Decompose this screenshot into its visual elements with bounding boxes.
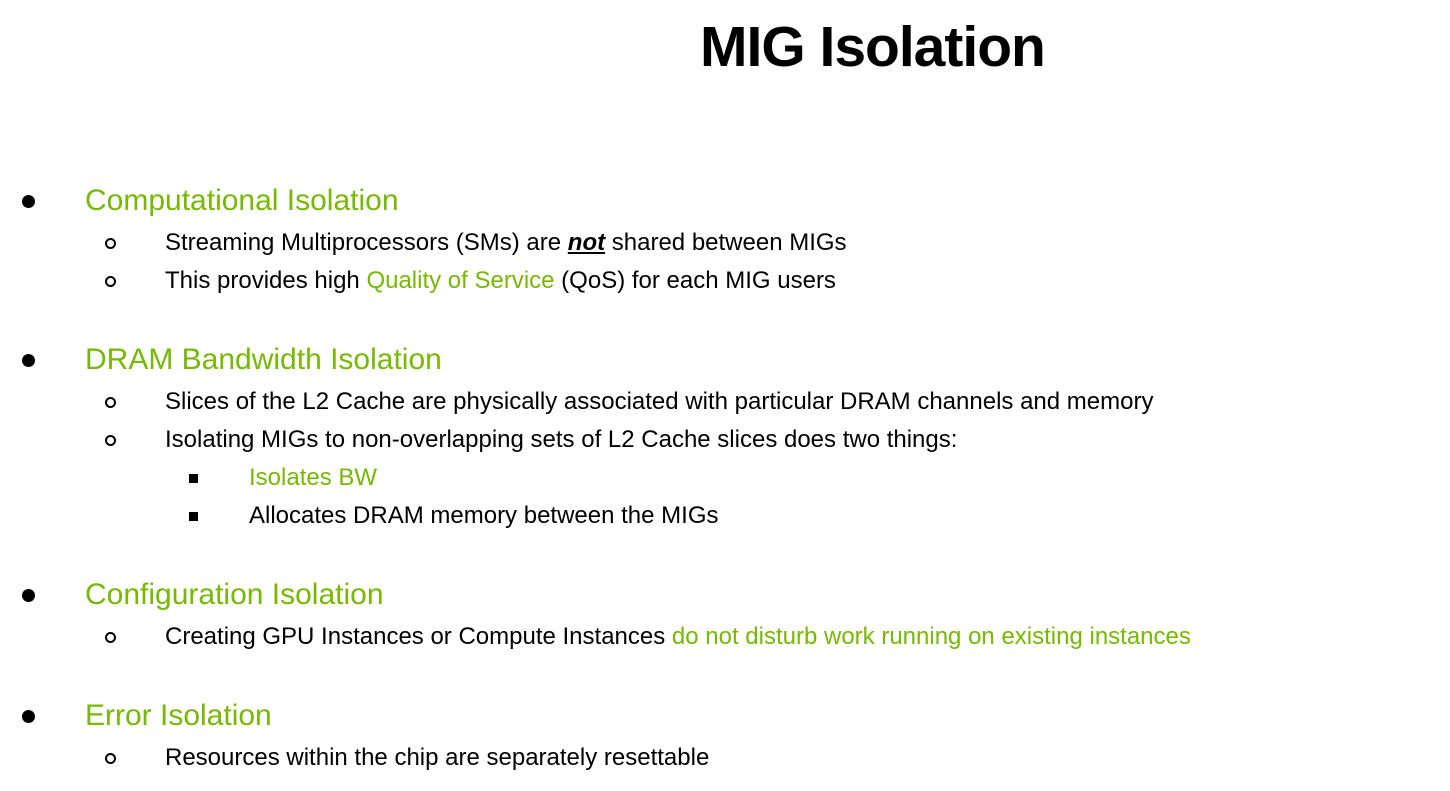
item-text: This provides high Quality of Service (Q… (165, 267, 836, 295)
text-run: Slices of the L2 Cache are physically as… (165, 388, 1154, 415)
circle-bullet-icon (105, 275, 116, 287)
square-bullet-icon (189, 511, 198, 521)
list-item: This provides high Quality of Service (Q… (0, 262, 1450, 300)
list-item: Isolates BW (0, 459, 1450, 497)
item-text: Resources within the chip are separately… (165, 744, 709, 772)
text-run: Creating GPU Instances or Compute Instan… (165, 623, 672, 650)
item-text: Creating GPU Instances or Compute Instan… (165, 623, 1191, 651)
heading-row: Configuration Isolation (0, 572, 1450, 618)
square-bullet-icon (189, 473, 198, 483)
text-run: Isolating MIGs to non-overlapping sets o… (165, 426, 958, 453)
item-text: Isolates BW (249, 464, 377, 492)
text-run: Allocates DRAM memory between the MIGs (249, 502, 719, 529)
list-item: Allocates DRAM memory between the MIGs (0, 497, 1450, 535)
disc-bullet-icon (22, 194, 35, 208)
circle-bullet-icon (105, 752, 116, 764)
disc-bullet-icon (22, 353, 35, 367)
disc-bullet-icon (22, 588, 35, 602)
text-run: shared between MIGs (605, 229, 847, 256)
circle-bullet-icon (105, 631, 116, 643)
section-heading: DRAM Bandwidth Isolation (85, 343, 442, 376)
heading-row: DRAM Bandwidth Isolation (0, 337, 1450, 383)
list-item: Slices of the L2 Cache are physically as… (0, 383, 1450, 421)
text-run: not (567, 229, 606, 256)
item-text: Allocates DRAM memory between the MIGs (249, 502, 719, 530)
section-heading: Configuration Isolation (85, 578, 384, 611)
heading-row: Computational Isolation (0, 178, 1450, 224)
list-item: Isolating MIGs to non-overlapping sets o… (0, 421, 1450, 459)
heading-row: Error Isolation (0, 693, 1450, 739)
text-run: Streaming Multiprocessors (SMs) are (165, 229, 568, 256)
text-run: (QoS) for each MIG users (554, 267, 836, 294)
text-run: Resources within the chip are separately… (165, 744, 710, 771)
list-item: Resources within the chip are separately… (0, 739, 1450, 777)
text-run: do not disturb work running on existing … (671, 623, 1191, 650)
slide-title: MIG Isolation (700, 15, 1046, 79)
text-run: Isolates BW (249, 464, 378, 491)
disc-bullet-icon (22, 709, 35, 723)
list-item: Streaming Multiprocessors (SMs) are not … (0, 224, 1450, 262)
list-item: Creating GPU Instances or Compute Instan… (0, 618, 1450, 656)
circle-bullet-icon (105, 434, 116, 446)
text-run: This provides high (165, 267, 367, 294)
circle-bullet-icon (105, 396, 116, 408)
circle-bullet-icon (105, 237, 116, 249)
section-heading: Error Isolation (85, 699, 272, 732)
item-text: Streaming Multiprocessors (SMs) are not … (165, 229, 847, 257)
item-text: Slices of the L2 Cache are physically as… (165, 388, 1153, 416)
text-run: Quality of Service (366, 267, 555, 294)
item-text: Isolating MIGs to non-overlapping sets o… (165, 426, 957, 454)
section-heading: Computational Isolation (85, 184, 399, 217)
